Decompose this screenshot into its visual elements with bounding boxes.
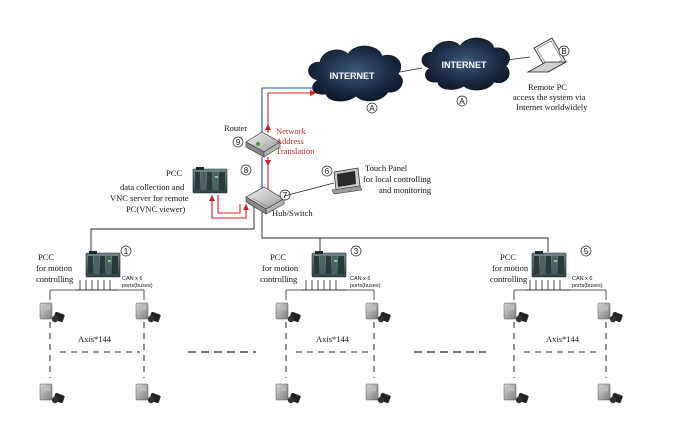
- marker-b: B: [558, 45, 570, 57]
- pcc-line-2: for motion: [492, 263, 529, 273]
- hub-pcc3-link: [261, 212, 321, 252]
- nat-line-2: Address: [276, 136, 304, 146]
- motion-group-3: 3 PCC for motion controlling CAN x 6 por…: [260, 245, 392, 404]
- motor-icon: [503, 383, 530, 404]
- hub-label: Hub/Switch: [272, 208, 313, 218]
- axis-label: Axis*144: [78, 334, 112, 344]
- motor-icon: [39, 302, 66, 323]
- can-line-2: ports(buses): [122, 283, 153, 289]
- router-label: Router: [224, 123, 247, 133]
- motor-icon: [503, 302, 530, 323]
- marker-letter: A: [459, 97, 465, 106]
- red-arrow: [265, 160, 271, 166]
- cloud-label: INTERNET: [330, 71, 376, 81]
- marker-a-right: A: [456, 95, 468, 107]
- remote-pc-line-1: Remote PC: [528, 82, 567, 92]
- motor-icon: [365, 302, 392, 323]
- can-line-2: ports(buses): [350, 283, 381, 289]
- pcc-server-line-4: PC(VNC viewer): [126, 204, 185, 214]
- nat-line-3: Translation: [276, 146, 315, 156]
- red-arrow: [310, 90, 316, 96]
- red-arrow: [265, 124, 271, 130]
- axis-label: Axis*144: [546, 334, 580, 344]
- pcc-number: 5: [584, 247, 589, 256]
- svg-text:6: 6: [325, 167, 330, 176]
- motor-icon: [275, 302, 302, 323]
- router-icon: [245, 131, 281, 158]
- motor-icon: [275, 383, 302, 404]
- axis-label: Axis*144: [316, 334, 350, 344]
- cloud-link: [399, 67, 423, 73]
- hub-switch-icon: [245, 186, 285, 215]
- marker-letter: B: [561, 47, 566, 56]
- pcc-number: 3: [354, 247, 359, 256]
- touch-panel-line-3: and monitoring: [379, 185, 432, 195]
- remote-link: [506, 56, 531, 61]
- touch-panel-link: [283, 182, 335, 197]
- touch-panel-line-1: Touch Panel: [365, 163, 408, 173]
- pcc-line-3: controlling: [490, 274, 528, 284]
- motion-group-5: 5 PCC for motion controlling CAN x 6 por…: [490, 245, 624, 404]
- pcc-server-line-2: data collection and: [120, 182, 185, 192]
- remote-pc-line-3: Internet worldwidely: [516, 102, 588, 112]
- can-line-2: ports(buses): [572, 283, 603, 289]
- pcc-server-icon: [192, 166, 228, 194]
- motor-icon: [365, 383, 392, 404]
- touch-panel-number: 6: [321, 165, 333, 177]
- touch-panel-line-2: for local controlling: [363, 174, 432, 184]
- router-number: 9: [232, 136, 244, 148]
- cloud-label: INTERNET: [442, 60, 488, 70]
- router-cloud-blue-link: [261, 87, 314, 133]
- can-line-1: CAN x 6: [122, 276, 142, 282]
- motor-icon: [39, 383, 66, 404]
- motor-icon: [135, 383, 162, 404]
- motor-icon: [135, 302, 162, 323]
- nat-line-1: Network: [276, 126, 306, 136]
- red-arrow: [209, 195, 215, 201]
- motor-icon: [597, 383, 624, 404]
- pcc-server-number: 8: [240, 164, 252, 176]
- pcc-motion-icon: [311, 250, 347, 278]
- hub-pcc1-link: [90, 207, 255, 252]
- svg-text:8: 8: [244, 166, 249, 175]
- pcc-motion-icon: [531, 250, 567, 278]
- can-line-1: CAN x 6: [572, 276, 592, 282]
- pcc-line-2: for motion: [262, 263, 299, 273]
- can-line-1: CAN x 6: [350, 276, 370, 282]
- pcc-hub-red-link: [211, 195, 247, 219]
- pcc-number: 1: [124, 247, 129, 256]
- pcc-server-line-1: PCC: [166, 168, 182, 178]
- pcc-hub-red-link: [217, 195, 241, 214]
- pcc-motion-icon: [85, 250, 121, 278]
- pcc-line-2: for motion: [36, 263, 73, 273]
- internet-cloud-left: INTERNET: [308, 45, 403, 102]
- laptop-icon: [526, 37, 568, 73]
- pcc-line-1: PCC: [38, 252, 54, 262]
- pcc-line-1: PCC: [270, 252, 286, 262]
- motor-icon: [597, 302, 624, 323]
- router-cloud-red-link: [267, 92, 316, 133]
- hub-pcc5-link: [262, 237, 549, 252]
- motion-group-1: 1 PCC for motion controlling CAN x 6 por…: [36, 245, 162, 404]
- pcc-server-line-3: VNC server for remote: [110, 193, 189, 203]
- marker-letter: A: [369, 104, 375, 113]
- pcc-line-1: PCC: [500, 252, 516, 262]
- remote-pc-line-2: access the system via: [513, 92, 586, 102]
- pcc-line-3: controlling: [260, 274, 298, 284]
- red-arrow: [243, 204, 249, 210]
- marker-a-left: A: [366, 102, 378, 114]
- svg-text:9: 9: [236, 138, 241, 147]
- touch-panel-icon: [331, 167, 363, 195]
- internet-cloud-right: INTERNET: [421, 37, 510, 91]
- pcc-line-3: controlling: [36, 274, 74, 284]
